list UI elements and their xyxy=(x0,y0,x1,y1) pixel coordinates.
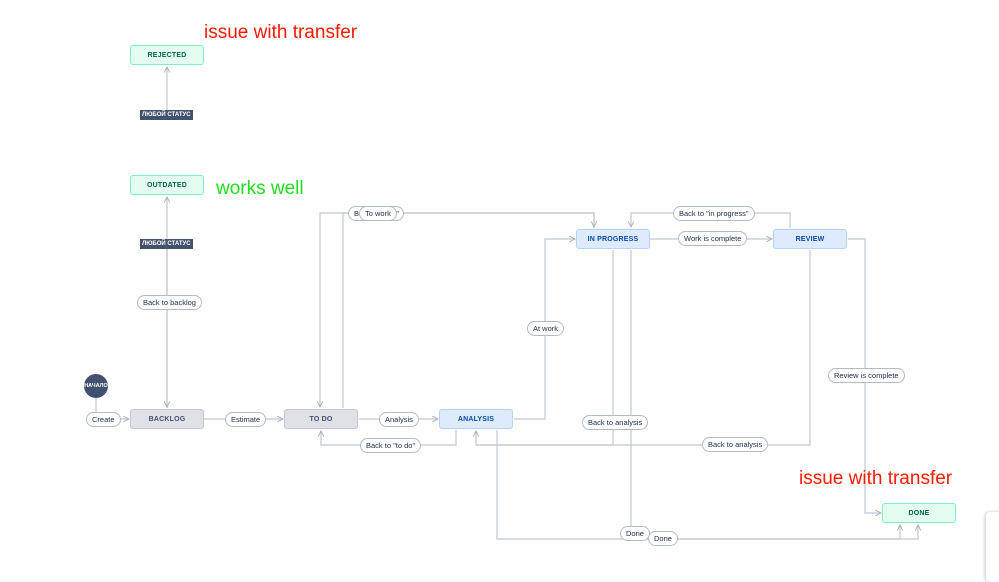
transition-estimate[interactable]: Estimate xyxy=(225,412,267,427)
annotation-done-issue: issue with transfer xyxy=(799,468,953,489)
transition-back-to-in-progress[interactable]: Back to "in progress" xyxy=(673,206,755,221)
transition-done-1[interactable]: Done xyxy=(620,526,650,541)
transition-review-is-complete[interactable]: Review is complete xyxy=(828,368,905,383)
arrow-back-to-todo-top xyxy=(320,212,595,407)
status-analysis[interactable]: ANALYSIS xyxy=(439,409,513,429)
status-done[interactable]: DONE xyxy=(882,503,956,523)
transition-back-to-todo-bottom[interactable]: Back to "to do" xyxy=(360,438,422,453)
transition-back-to-analysis-1[interactable]: Back to analysis xyxy=(582,415,649,430)
arrow-done-2 xyxy=(630,250,918,540)
status-backlog[interactable]: BACKLOG xyxy=(130,409,204,429)
transition-back-to-backlog[interactable]: Back to backlog xyxy=(137,295,202,310)
status-todo[interactable]: TO DO xyxy=(284,409,358,429)
transition-to-work[interactable]: To work xyxy=(359,206,397,221)
arrow-back-to-analysis-2 xyxy=(476,250,811,446)
annotation-rejected-issue: issue with transfer xyxy=(204,22,358,43)
any-status-marker-outdated[interactable]: ЛЮБОЙ СТАТУС xyxy=(140,239,193,249)
status-review[interactable]: REVIEW xyxy=(773,229,847,249)
start-node[interactable]: НАЧАЛО xyxy=(84,374,108,398)
transition-done-2[interactable]: Done xyxy=(648,531,678,546)
transition-work-is-complete[interactable]: Work is complete xyxy=(678,231,748,246)
transition-back-to-todo-top-prefix: Ba xyxy=(354,209,363,218)
transition-back-to-analysis-2[interactable]: Back to analysis xyxy=(702,437,769,452)
any-status-marker-rejected[interactable]: ЛЮБОЙ СТАТУС xyxy=(140,110,193,120)
side-panel-edge xyxy=(986,512,999,582)
transition-analysis[interactable]: Analysis xyxy=(379,412,419,427)
transition-at-work[interactable]: At work xyxy=(527,321,565,336)
status-rejected[interactable]: REJECTED xyxy=(130,45,204,65)
transition-create[interactable]: Create xyxy=(86,412,121,427)
status-outdated[interactable]: OUTDATED xyxy=(130,175,204,195)
annotation-outdated-works: works well xyxy=(216,178,304,199)
arrow-to-work xyxy=(342,212,594,408)
status-in-progress[interactable]: IN PROGRESS xyxy=(576,229,650,249)
